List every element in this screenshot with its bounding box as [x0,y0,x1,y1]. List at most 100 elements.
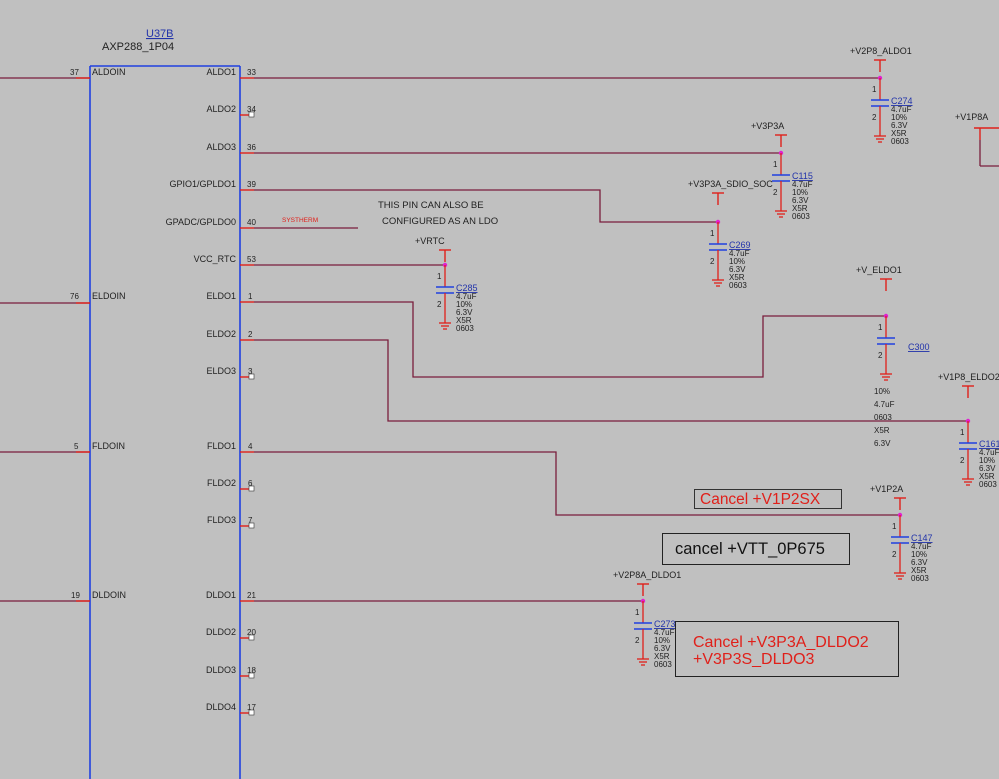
cap-c300-value: 0603 [874,413,892,422]
pin-name: FLDO2 [207,478,236,488]
nets [254,77,968,602]
cap-c147-value: X5R [911,566,927,575]
cap-c273-value: 10% [654,636,670,645]
left-pin-num: 76 [70,292,79,301]
cap-c269-value: 0603 [729,281,747,290]
cap-c161-value: 4.7uF [979,448,999,457]
pin-name: DLDO3 [206,665,236,675]
pin-name: ELDO1 [206,291,236,301]
rail-v1p8a: +V1P8A [955,112,988,122]
rail-v2p8a-dldo1: +V2P8A_DLDO1 [613,570,681,580]
cancel-dldo-line2: +V3P3S_DLDO3 [693,651,815,668]
pin-num: 20 [247,628,256,637]
component-ref: U37B [146,28,174,40]
rail-v3p3a-sdio-soc: +V3P3A_SDIO_SOC [688,179,773,189]
cap-pin-2: 2 [872,113,877,122]
cap-c273-value: 6.3V [654,644,671,653]
pin-num: 36 [247,143,256,152]
pin-name: VCC_RTC [194,254,237,264]
left-pin-num: 37 [70,68,79,77]
cap-pin-1: 1 [892,522,897,531]
cap-pin-1: 1 [710,229,715,238]
cap-pin-2: 2 [773,188,778,197]
rail-v1p8-eldo2: +V1P8_ELDO2 [938,372,999,382]
cap-c269-value: 10% [729,257,745,266]
rail-v1p2a: +V1P2A [870,484,903,494]
pin-num: 17 [247,703,256,712]
pin-num: 53 [247,255,256,264]
component-u37b: U37B AXP288_1P04 [89,28,241,779]
cap-c147-value: 6.3V [911,558,928,567]
right-pins: ALDO1 33 ALDO2 34 ALDO3 36 GPIO1/GPLDO1 … [166,67,256,716]
pin-name: FLDO1 [207,441,236,451]
cap-c274-value: 0603 [891,137,909,146]
cap-pin-2: 2 [878,351,883,360]
note-line2: CONFIGURED AS AN LDO [382,216,498,227]
pin-num: 40 [247,218,256,227]
cap-pin-1: 1 [878,323,883,332]
pin-name: ELDO2 [206,329,236,339]
pin-num: 1 [248,292,253,301]
cap-c115-value: X5R [792,204,808,213]
pin-num: 2 [248,330,253,339]
rail-v-eldo1: +V_ELDO1 [856,265,902,275]
pin-num: 18 [247,666,256,675]
note-line1: THIS PIN CAN ALSO BE [378,200,484,211]
pin-name: ALDO2 [206,104,236,114]
pin-name: ALDO1 [206,67,236,77]
cap-c147-value: 0603 [911,574,929,583]
rail-v2p8-aldo1: +V2P8_ALDO1 [850,46,912,56]
cap-c273-ref: C273 [654,619,676,629]
cap-c161-value: X5R [979,472,995,481]
cap-c274-value: 6.3V [891,121,908,130]
cap-c285-value: 6.3V [456,308,473,317]
pin-name: GPIO1/GPLDO1 [169,179,236,189]
cancel-v1p2sx-annotation: Cancel +V1P2SX [694,489,842,509]
pin-name: DLDO4 [206,702,236,712]
cap-c300-value: 4.7uF [874,400,895,409]
cap-pin-2: 2 [960,456,965,465]
cap-c285-value: 4.7uF [456,292,477,301]
pin-num: 33 [247,68,256,77]
cap-pin-2: 2 [437,300,442,309]
cap-c274-ref: C274 [891,96,913,106]
pin-num: 3 [248,367,253,376]
cancel-dldo-line1: Cancel +V3P3A_DLDO2 [693,634,869,651]
rail-vrtc: +VRTC [415,236,445,246]
pin-name: ALDO3 [206,142,236,152]
cap-c161-value: 6.3V [979,464,996,473]
cap-c300-value: 6.3V [874,439,891,448]
cap-pin-1: 1 [437,272,442,281]
pin-name: FLDO3 [207,515,236,525]
pin-name: ELDO3 [206,366,236,376]
left-pin-name: FLDOIN [92,441,125,451]
cap-c115-value: 4.7uF [792,180,813,189]
left-pin-num: 19 [71,591,80,600]
pin-name: DLDO2 [206,627,236,637]
cap-c273-value: 4.7uF [654,628,675,637]
cap-c274-value: 4.7uF [891,105,912,114]
cap-c115-ref: C115 [792,171,813,181]
rail-v3p3a: +V3P3A [751,121,784,131]
cap-pin-2: 2 [710,257,715,266]
cap-pin-1: 1 [635,608,640,617]
cap-pin-1: 1 [960,428,965,437]
pin-name: DLDO1 [206,590,236,600]
pin-num: 39 [247,180,256,189]
cap-c285-value: X5R [456,316,472,325]
cap-pin-1: 1 [773,160,778,169]
cap-c161-value: 10% [979,456,995,465]
cap-c273-value: 0603 [654,660,672,669]
cap-c273-value: X5R [654,652,670,661]
left-pin-name: DLDOIN [92,590,126,600]
left-pins: 37 ALDOIN 76 ELDOIN 5 FLDOIN 19 DLDOIN [0,67,126,602]
component-part: AXP288_1P04 [102,41,174,53]
cap-pin-2: 2 [892,550,897,559]
pin-num: 6 [248,479,253,488]
net-label-systherm: SYSTHERM [282,217,318,224]
cap-c161-ref: C161 [979,439,999,449]
cap-c300-value: 10% [874,387,890,396]
pin-num: 34 [247,105,256,114]
cap-c300-ref: C300 [908,342,930,352]
